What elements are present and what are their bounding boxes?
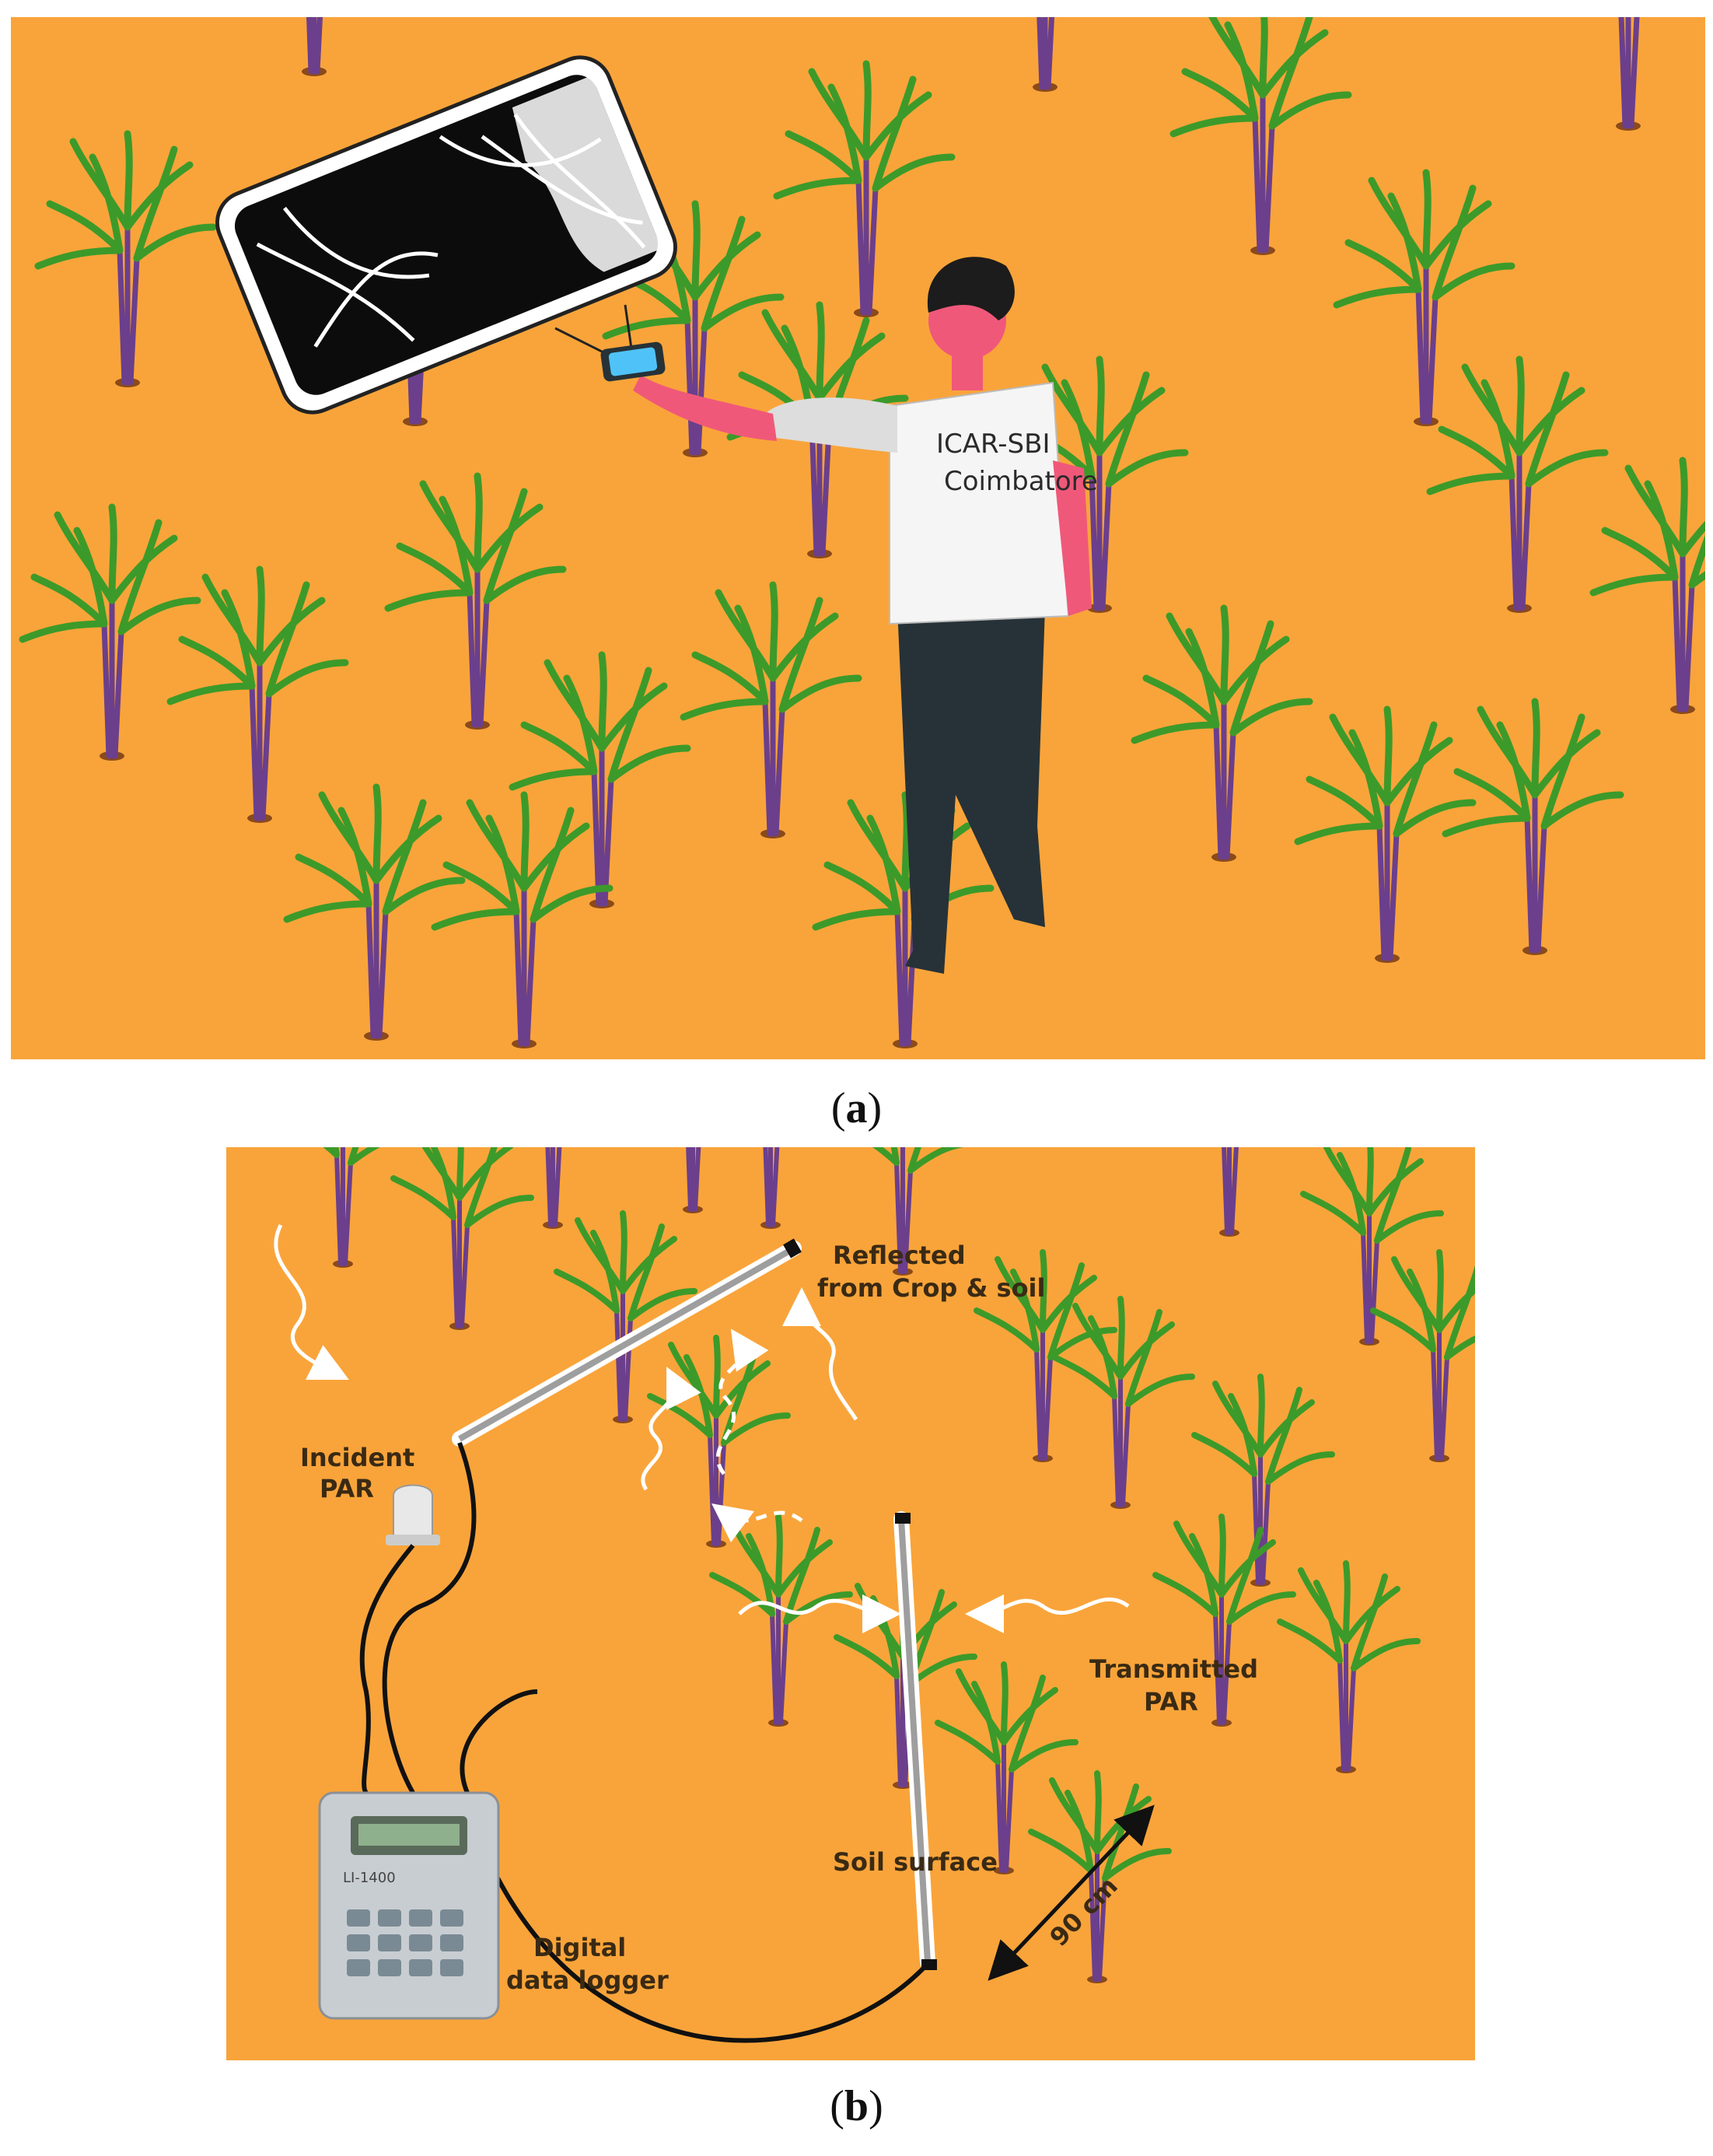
digital-data-logger: LI-1400 <box>318 1791 500 2020</box>
field-worker: ICAR-SBI Coimbatore <box>600 257 1098 974</box>
caption-b: (b) <box>830 2082 883 2130</box>
label-logger-line2: data logger <box>506 1965 669 1995</box>
panel-b-illustration: LI-1400 Reflected from Crop & soil Incid… <box>226 1147 1475 2060</box>
label-incident-line1: Incident <box>300 1443 414 1472</box>
label-logger-line1: Digital <box>533 1933 626 1962</box>
label-incident-line2: PAR <box>320 1474 374 1503</box>
light-arrows <box>274 1223 1130 1633</box>
incident-par-sensor <box>386 1484 440 1545</box>
reflected-sensor-bar <box>452 1238 802 1447</box>
caption-a: (a) <box>830 1084 883 1132</box>
distance-arrow <box>988 1804 1155 1981</box>
label-transmitted-line1: Transmitted <box>1089 1654 1258 1684</box>
panel-a-svg: ICAR-SBI Coimbatore <box>11 17 1705 1059</box>
panel-a-illustration: ICAR-SBI Coimbatore <box>11 17 1705 1059</box>
shirt-text-line2: Coimbatore <box>944 466 1098 497</box>
label-reflected-line2: from Crop & soil <box>817 1273 1045 1303</box>
label-reflected-line1: Reflected <box>833 1241 966 1270</box>
root-image-screen <box>215 55 677 415</box>
label-transmitted-line2: PAR <box>1144 1687 1198 1717</box>
shirt-text-line1: ICAR-SBI <box>936 429 1050 460</box>
label-soil-surface: Soil surface <box>833 1847 998 1877</box>
caption-a-letter: a <box>845 1084 868 1132</box>
caption-b-letter: b <box>844 2082 869 2130</box>
sugarcane-plants <box>23 17 1705 1048</box>
device-model-label: LI-1400 <box>343 1870 396 1886</box>
transmitted-sensor-bar <box>893 1511 937 1970</box>
panel-b-svg: LI-1400 Reflected from Crop & soil Incid… <box>226 1147 1475 2043</box>
